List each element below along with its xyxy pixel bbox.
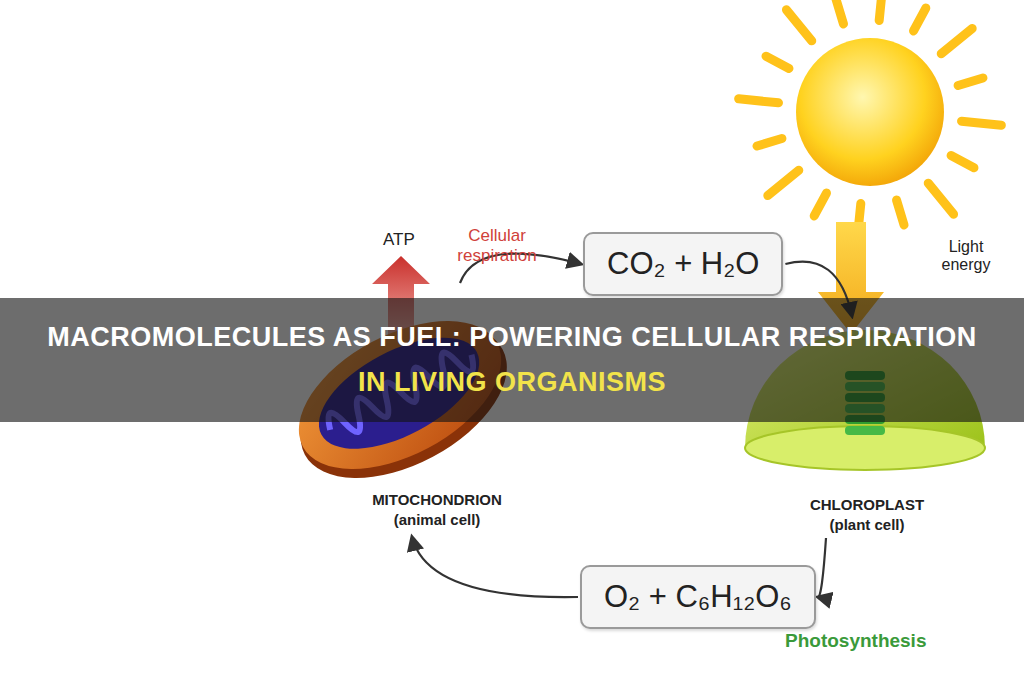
sun-ray [928,183,953,214]
formula-text: O₂ + C₆H₁₂O₆ [604,579,792,614]
sun-ray [941,28,972,53]
sun-ray [914,8,926,31]
formula-text: CO₂ + H₂O [607,246,759,281]
sun-ray [814,193,826,216]
sun-ray [786,10,811,41]
energy-label: Light energy [930,238,1002,275]
sun-ray [897,200,905,225]
sun-ray [739,99,779,103]
sun-ray [757,139,782,147]
sun-rays [739,0,1002,243]
title-line: IN LIVING ORGANISMS [358,367,666,398]
sun-ray [962,121,1002,125]
formula-box: O₂ + C₆H₁₂O₆ [580,565,816,629]
formula-box: CO₂ + H₂O [583,232,783,296]
sun-ray [879,0,883,20]
cycle-arrow [818,538,826,597]
figure-label: CHLOROPLAST (plant cell) [797,495,937,534]
title-line: MACROMOLECULES AS FUEL: POWERING CELLULA… [47,322,976,353]
sun-ray [768,170,799,195]
sun-ray [766,56,789,68]
process-label: Photosynthesis [785,630,926,652]
thylakoid [845,426,885,435]
sun-ray [958,78,983,86]
cycle-arrow [412,537,578,597]
title-area: MACROMOLECULES AS FUEL: POWERING CELLULA… [0,298,1024,422]
process-label: Cellular respiration [447,226,547,265]
product-label: ATP [383,230,415,250]
figure-label: MITOCHONDRION (animal cell) [362,490,512,529]
title-band [0,298,1024,422]
sun-ray [951,156,974,168]
sun-ray [836,0,844,24]
sun [796,38,944,186]
